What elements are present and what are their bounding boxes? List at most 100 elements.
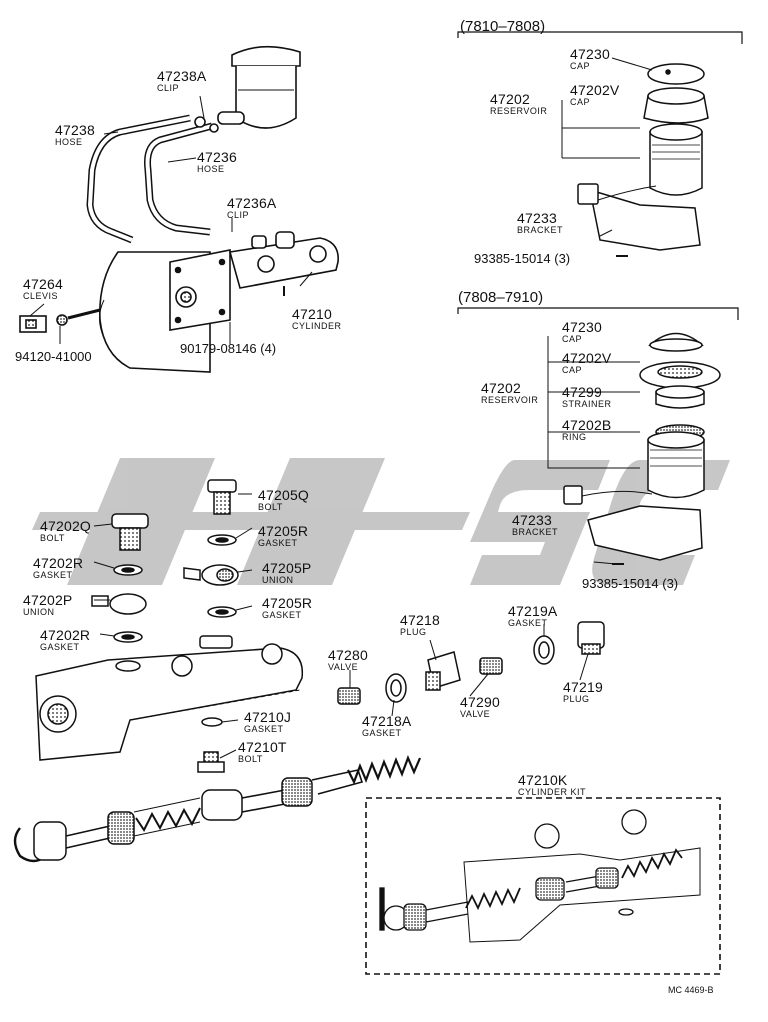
part-number: 47202V bbox=[562, 350, 612, 366]
part-number: 47238A bbox=[157, 68, 207, 84]
part-number: 47236A bbox=[227, 195, 277, 211]
part-number: 47230 bbox=[570, 46, 610, 62]
part-number: 47202 bbox=[490, 91, 530, 107]
label-g1-47233: 47233 BRACKET bbox=[517, 211, 563, 235]
label-g2-47230: 47230 CAP bbox=[562, 320, 602, 344]
label-47290: 47290 VALVE bbox=[460, 695, 500, 719]
label-g2-screw: 93385-15014 (3) bbox=[582, 576, 679, 591]
part-number: 47210T bbox=[238, 739, 287, 755]
label-47205P: 47205P UNION bbox=[262, 561, 311, 585]
label-47238: 47238 HOSE bbox=[55, 123, 95, 147]
part-name: UNION bbox=[23, 607, 55, 617]
label-g2-47299: 47299 STRAINER bbox=[562, 385, 612, 409]
label-47218: 47218 PLUG bbox=[400, 613, 440, 637]
part-number: 47238 bbox=[55, 122, 95, 138]
part-number: 47205R bbox=[262, 595, 313, 611]
label-g2-47202: 47202 RESERVOIR bbox=[481, 381, 538, 405]
label-47210T: 47210T BOLT bbox=[238, 740, 287, 764]
label-47219A: 47219A GASKET bbox=[508, 604, 557, 628]
part-number: 47202R bbox=[33, 555, 84, 571]
part-name: PLUG bbox=[563, 694, 590, 704]
group1-date-range: (7810–7808) bbox=[460, 18, 546, 35]
part-name: RESERVOIR bbox=[481, 395, 539, 405]
label-g1-47202V: 47202V CAP bbox=[570, 83, 619, 107]
part-name: CAP bbox=[562, 365, 583, 375]
label-47210: 47210 CYLINDER bbox=[292, 307, 342, 331]
diagram-code: MC 4469-B bbox=[668, 985, 714, 995]
label-g2-47202V: 47202V CAP bbox=[562, 351, 611, 375]
label-90179-08146: 90179-08146 (4) bbox=[180, 341, 277, 356]
part-number: 47290 bbox=[460, 694, 500, 710]
part-name: PLUG bbox=[400, 627, 427, 637]
part-name: BOLT bbox=[238, 754, 263, 764]
label-g1-screw: 93385-15014 (3) bbox=[474, 251, 571, 266]
part-number: 47218 bbox=[400, 612, 440, 628]
part-name: UNION bbox=[262, 575, 294, 585]
part-name: CLEVIS bbox=[23, 291, 59, 301]
part-number: 47205Q bbox=[258, 487, 310, 503]
part-name: CAP bbox=[570, 97, 591, 107]
label-47202R-upper: 47202R GASKET bbox=[33, 556, 83, 580]
part-number: 47219 bbox=[563, 679, 603, 695]
label-g2-47202B: 47202B RING bbox=[562, 418, 611, 442]
label-47238A: 47238A CLIP bbox=[157, 69, 206, 93]
label-g1-47230: 47230 CAP bbox=[570, 47, 610, 71]
label-47202Q: 47202Q BOLT bbox=[40, 519, 91, 543]
part-number: 47299 bbox=[562, 384, 602, 400]
label-47205R-upper: 47205R GASKET bbox=[258, 524, 308, 548]
part-number: 47210J bbox=[244, 709, 292, 725]
part-name: STRAINER bbox=[562, 399, 612, 409]
label-47210K: 47210K CYLINDER KIT bbox=[518, 773, 586, 797]
label-47280: 47280 VALVE bbox=[328, 648, 368, 672]
part-name: BOLT bbox=[258, 502, 283, 512]
part-number: 47233 bbox=[512, 512, 552, 528]
part-name: GASKET bbox=[262, 610, 302, 620]
part-name: BRACKET bbox=[517, 225, 564, 235]
part-name: CLIP bbox=[157, 83, 180, 93]
part-name: RESERVOIR bbox=[490, 106, 548, 116]
part-name: GASKET bbox=[40, 642, 80, 652]
part-number: 47202V bbox=[570, 82, 620, 98]
part-number: 47202B bbox=[562, 417, 612, 433]
part-name: CLIP bbox=[227, 210, 250, 220]
part-name: GASKET bbox=[244, 724, 284, 734]
part-name: CYLINDER KIT bbox=[518, 787, 587, 797]
part-number: 47218A bbox=[362, 713, 412, 729]
part-name: VALVE bbox=[460, 709, 491, 719]
group2-date-range: (7808–7910) bbox=[458, 289, 544, 306]
cylinder-kit-box bbox=[365, 797, 721, 975]
part-name: GASKET bbox=[33, 570, 73, 580]
part-name: BRACKET bbox=[512, 527, 559, 537]
part-number: 47236 bbox=[197, 149, 237, 165]
part-number: 47210 bbox=[292, 306, 332, 322]
part-number: 47202P bbox=[23, 592, 73, 608]
label-47202R-lower: 47202R GASKET bbox=[40, 628, 90, 652]
part-number: 47202Q bbox=[40, 518, 92, 534]
label-47210J: 47210J GASKET bbox=[244, 710, 291, 734]
label-g1-47202: 47202 RESERVOIR bbox=[490, 92, 547, 116]
leader-lines bbox=[29, 57, 653, 759]
part-number: 47280 bbox=[328, 647, 368, 663]
label-47236A: 47236A CLIP bbox=[227, 196, 276, 220]
part-name: BOLT bbox=[40, 533, 65, 543]
label-47219: 47219 PLUG bbox=[563, 680, 603, 704]
part-number: 47219A bbox=[508, 603, 558, 619]
part-name: HOSE bbox=[55, 137, 83, 147]
label-47236: 47236 HOSE bbox=[197, 150, 237, 174]
label-47218A: 47218A GASKET bbox=[362, 714, 411, 738]
reservoir-group-2 bbox=[457, 307, 739, 565]
booster-assembly bbox=[19, 45, 339, 373]
part-number: 47264 bbox=[23, 276, 63, 292]
part-name: GASKET bbox=[508, 618, 548, 628]
reservoir-group-1 bbox=[457, 31, 743, 257]
piston-assembly bbox=[13, 755, 422, 863]
part-number: 47205R bbox=[258, 523, 309, 539]
label-47264: 47264 CLEVIS bbox=[23, 277, 63, 301]
label-47205R-lower: 47205R GASKET bbox=[262, 596, 312, 620]
part-number: 47230 bbox=[562, 319, 602, 335]
part-name: CYLINDER bbox=[292, 321, 342, 331]
part-name: RING bbox=[562, 432, 587, 442]
part-number: 47210K bbox=[518, 772, 568, 788]
label-g2-47233: 47233 BRACKET bbox=[512, 513, 558, 537]
